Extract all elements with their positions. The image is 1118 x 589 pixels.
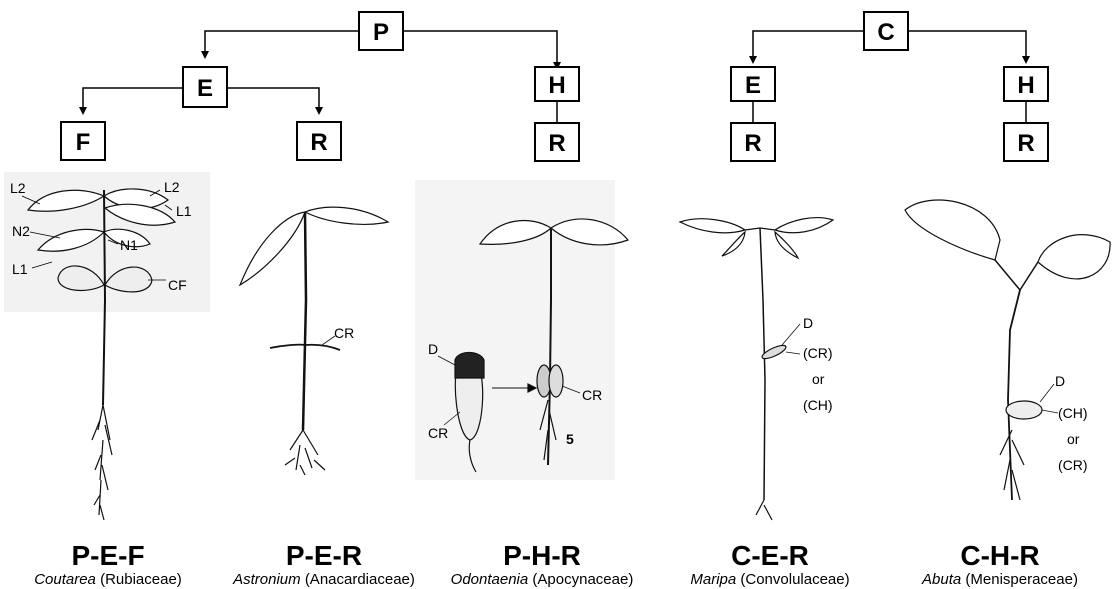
label-l1-right: L1 — [176, 203, 192, 219]
caption-abuta: C-H-R Abuta (Menisperaceae) — [890, 541, 1110, 589]
label-n1: N1 — [120, 237, 138, 253]
label-ch-abuta: (CH) — [1058, 405, 1088, 421]
caption-maripa: C-E-R Maripa (Convolulaceae) — [660, 541, 880, 589]
caption-code: C-H-R — [890, 541, 1110, 571]
seedling-abuta-illustration — [905, 200, 1110, 500]
label-or-maripa: or — [812, 371, 825, 387]
label-cr-abuta: (CR) — [1058, 457, 1088, 473]
figure-number: 5 — [566, 431, 574, 447]
tree-node-r-left-1: R — [297, 122, 341, 160]
caption-species: Astronium (Anacardiaceae) — [214, 571, 434, 589]
seedling-astronium-illustration — [240, 207, 388, 475]
caption-species: Maripa (Convolulaceae) — [660, 571, 880, 589]
tree-node-h-right: H — [1004, 67, 1048, 101]
label-n2: N2 — [12, 223, 30, 239]
caption-species: Abuta (Menisperaceae) — [890, 571, 1110, 589]
svg-text:R: R — [1017, 130, 1034, 157]
label-l2-right: L2 — [164, 179, 180, 195]
tree-node-c: C — [864, 12, 908, 50]
svg-text:R: R — [548, 130, 565, 157]
seedling-coutarea-illustration — [4, 172, 210, 520]
tree-node-e-left: E — [183, 67, 227, 107]
caption-code: C-E-R — [660, 541, 880, 571]
tree-node-r-left-2: R — [535, 123, 579, 161]
svg-text:E: E — [197, 75, 213, 102]
seedling-maripa-illustration — [680, 218, 833, 520]
label-cr-astronium: CR — [334, 325, 354, 341]
caption-code: P-H-R — [432, 541, 652, 571]
label-or-abuta: or — [1067, 431, 1080, 447]
svg-text:C: C — [877, 19, 894, 46]
svg-text:R: R — [744, 130, 761, 157]
label-d-odontaenia: D — [428, 341, 438, 357]
svg-text:P: P — [373, 19, 389, 46]
label-ch-maripa: (CH) — [803, 397, 833, 413]
tree-node-r-right-2: R — [1004, 123, 1048, 161]
tree-node-e-right: E — [731, 67, 775, 101]
tree-node-p: P — [359, 12, 403, 50]
caption-coutarea: P-E-F Coutarea (Rubiaceae) — [0, 541, 218, 589]
caption-species: Odontaenia (Apocynaceae) — [432, 571, 652, 589]
caption-astronium: P-E-R Astronium (Anacardiaceae) — [214, 541, 434, 589]
caption-species: Coutarea (Rubiaceae) — [0, 571, 218, 589]
label-l1-left: L1 — [12, 261, 28, 277]
svg-text:H: H — [1017, 72, 1034, 99]
label-cf: CF — [168, 277, 187, 293]
label-l2-left: L2 — [10, 180, 26, 196]
caption-code: P-E-F — [0, 541, 218, 571]
label-cr-odontaenia: CR — [582, 387, 602, 403]
label-d-abuta: D — [1055, 373, 1065, 389]
label-cr-maripa: (CR) — [803, 345, 833, 361]
tree-node-r-right-1: R — [731, 123, 775, 161]
tree-node-f: F — [61, 122, 105, 160]
tree-connectors-left — [83, 31, 557, 123]
caption-odontaenia: P-H-R Odontaenia (Apocynaceae) — [432, 541, 652, 589]
label-d-maripa: D — [803, 315, 813, 331]
label-cr-odontaenia-seed: CR — [428, 425, 448, 441]
svg-text:R: R — [310, 129, 327, 156]
svg-text:F: F — [76, 129, 91, 156]
svg-text:H: H — [548, 72, 565, 99]
caption-code: P-E-R — [214, 541, 434, 571]
svg-text:E: E — [745, 72, 761, 99]
tree-node-h-left: H — [535, 67, 579, 101]
